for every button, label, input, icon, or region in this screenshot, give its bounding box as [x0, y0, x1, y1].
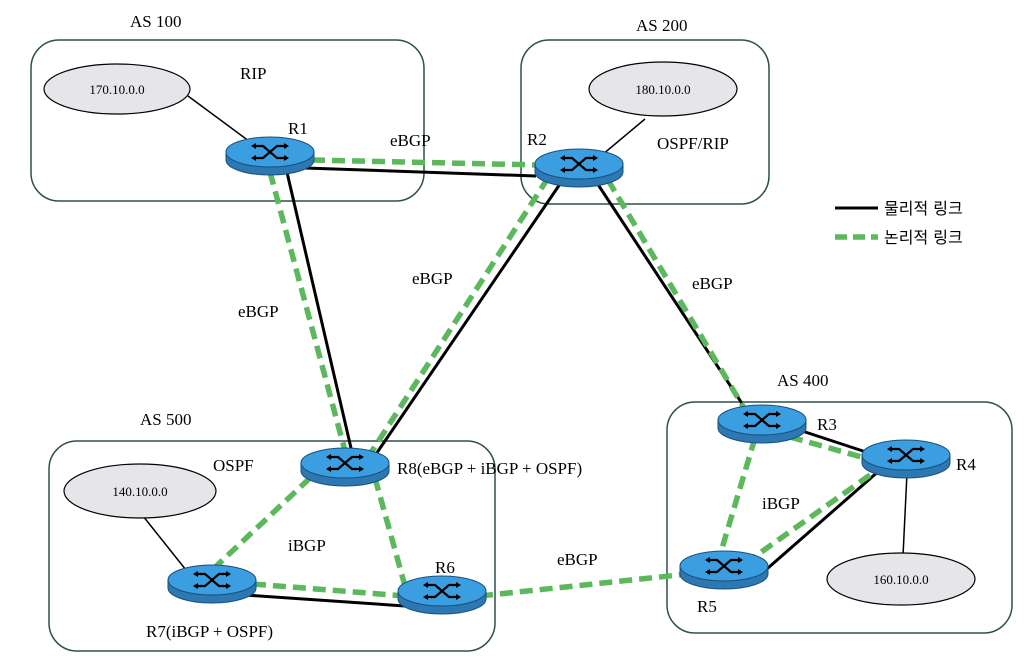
network-170-label: 170.10.0.0 — [89, 82, 144, 97]
router-r1-label: R1 — [288, 119, 308, 138]
legend-physical-label: 물리적 링크 — [884, 199, 963, 218]
link-n170-r1 — [187, 95, 258, 148]
link-label-r2-r3: eBGP — [692, 274, 733, 293]
network-180-label: 180.10.0.0 — [635, 82, 690, 97]
network-170: 170.10.0.0 — [43, 63, 191, 115]
as100-box — [30, 39, 425, 202]
logical-links — [208, 157, 872, 599]
link-label-r2-r8: eBGP — [412, 269, 453, 288]
router-r5-icon — [678, 549, 770, 591]
as500-protocol: OSPF — [213, 456, 254, 475]
router-r3-label: R3 — [817, 415, 837, 434]
phys-r1-r2 — [304, 166, 537, 178]
logic-r3-r4 — [789, 434, 866, 461]
router-r6-icon — [396, 574, 488, 616]
as200-box — [520, 39, 770, 205]
network-140: 140.10.0.0 — [63, 463, 217, 519]
as100-protocol: RIP — [240, 64, 266, 83]
router-r3-icon — [716, 403, 808, 445]
phys-r7-r6 — [244, 593, 406, 608]
router-r7-icon — [166, 563, 258, 605]
as400-box — [666, 401, 1013, 634]
as400-label: AS 400 — [777, 371, 828, 390]
logic-r1-r2 — [311, 157, 541, 168]
logic-r4-r5 — [748, 472, 872, 563]
logic-r2-r8 — [362, 176, 551, 464]
as100-label: AS 100 — [130, 12, 181, 31]
network-180: 180.10.0.0 — [588, 61, 738, 117]
phys-r1-r8 — [284, 167, 356, 462]
logic-r8-r6 — [372, 477, 408, 587]
phys-r4-r5 — [759, 468, 881, 577]
phys-r2-r8 — [370, 183, 562, 461]
network-160-label: 160.10.0.0 — [873, 572, 928, 587]
logic-r3-r5 — [717, 437, 758, 556]
link-r4-n160 — [902, 472, 908, 557]
as500-box — [48, 440, 496, 652]
link-label-r6-r5: eBGP — [557, 550, 598, 569]
link-label-r1-r8: eBGP — [238, 302, 279, 321]
logic-r6-r5 — [479, 571, 689, 599]
link-n180-r2 — [601, 118, 646, 156]
as200-label: AS 200 — [636, 16, 687, 35]
link-label-r1-r2: eBGP — [390, 131, 431, 150]
router-r1-icon — [224, 135, 316, 177]
link-label-as400-ibgp: iBGP — [762, 494, 800, 513]
router-r8-icon — [299, 446, 391, 488]
phys-r3-r4 — [792, 426, 867, 454]
network-140-label: 140.10.0.0 — [112, 484, 167, 499]
legend-logical-label: 논리적 링크 — [884, 228, 963, 247]
router-r4-icon — [860, 438, 952, 480]
logic-r1-r8 — [267, 171, 351, 463]
router-r8-label: R8(eBGP + iBGP + OSPF) — [397, 459, 582, 478]
as500-label: AS 500 — [140, 410, 191, 429]
logic-r2-r3 — [605, 178, 747, 410]
as200-protocol: OSPF/RIP — [657, 134, 729, 153]
router-r2-icon — [533, 147, 625, 189]
router-r2-label: R2 — [527, 130, 547, 149]
network-160: 160.10.0.0 — [826, 552, 976, 606]
router-r6-label: R6 — [435, 558, 455, 577]
router-r4-label: R4 — [956, 455, 976, 474]
router-r5-label: R5 — [697, 597, 717, 616]
router-r7-label: R7(iBGP + OSPF) — [146, 622, 273, 641]
legend: 물리적 링크 논리적 링크 — [835, 199, 963, 247]
logic-r8-r7 — [208, 475, 312, 575]
link-label-as500-ibgp: iBGP — [288, 536, 326, 555]
logic-r7-r6 — [252, 581, 406, 599]
